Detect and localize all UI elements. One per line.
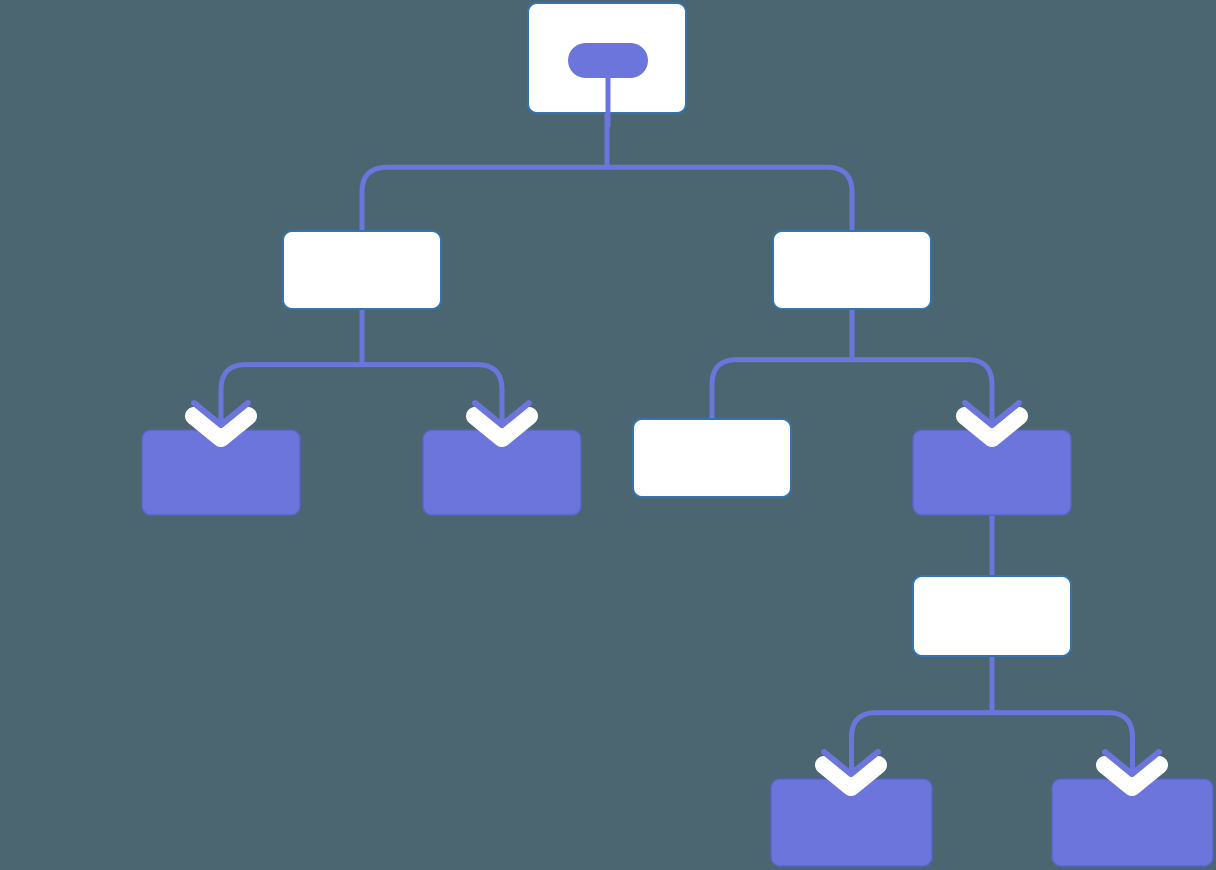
branch-node-right-lower-white-shape[interactable]	[912, 575, 1072, 657]
arrowhead-branch-right-purple	[956, 400, 1028, 447]
edge-bus-e-r3-split	[849, 710, 1135, 741]
node-branch-node-right-lower-white[interactable]	[912, 575, 1072, 657]
root-pill-shape	[568, 43, 648, 78]
arrowhead-leaf-left-second	[466, 400, 538, 447]
node-leaf-node-right-white[interactable]	[632, 418, 792, 498]
arrowhead-leaf-bottom-first	[815, 749, 887, 796]
node-branch-node-left[interactable]	[282, 230, 442, 310]
leaf-node-right-white-shape[interactable]	[632, 418, 792, 498]
edge-bus-e-l1-split	[218, 362, 505, 393]
node-branch-node-right[interactable]	[772, 230, 932, 310]
edge-bus-e-root-split	[359, 164, 855, 195]
edge-bus-e-r1-split	[709, 357, 995, 388]
node-root-node[interactable]	[527, 2, 687, 127]
branch-node-left-shape[interactable]	[282, 230, 442, 310]
node-layer	[141, 2, 1214, 867]
branch-node-right-shape[interactable]	[772, 230, 932, 310]
arrowhead-layer	[185, 400, 1168, 796]
arrowhead-leaf-bottom-second	[1096, 749, 1168, 796]
arrowhead-leaf-left-first	[185, 400, 257, 447]
